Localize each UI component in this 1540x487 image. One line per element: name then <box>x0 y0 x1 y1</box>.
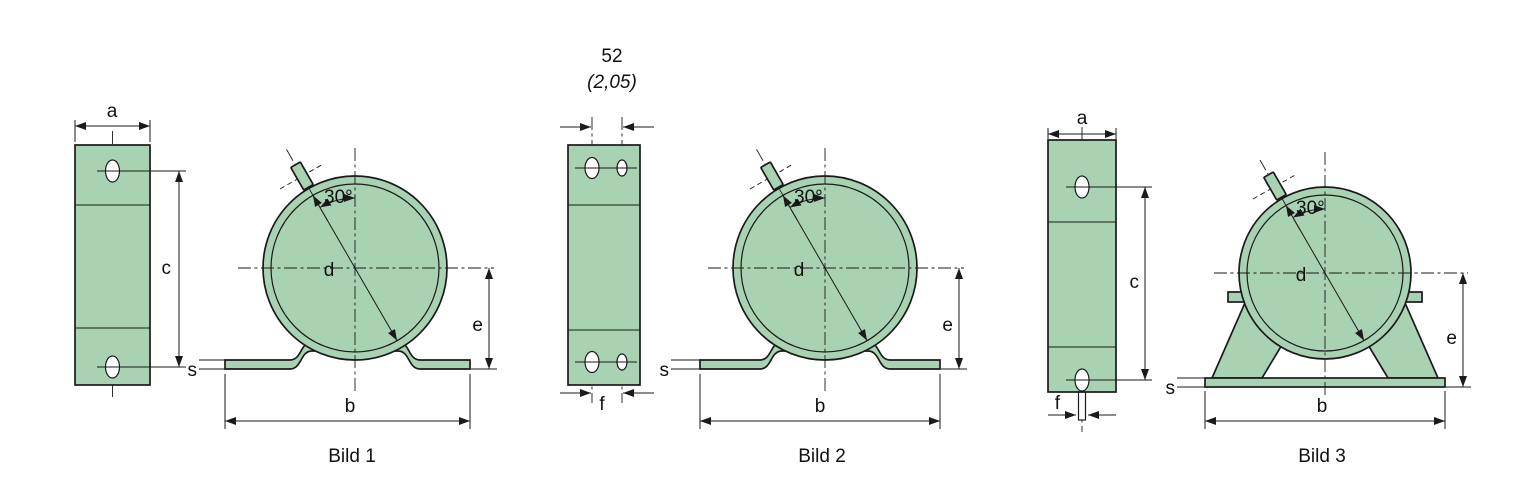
clamp-bolt <box>760 161 784 191</box>
dim-label-d: d <box>1296 265 1307 286</box>
dim-label-a: a <box>1077 108 1088 129</box>
dimension-e: e <box>471 268 497 370</box>
dim-label-s: s <box>660 360 670 381</box>
mounting-strip <box>567 144 641 386</box>
dim-label-angle: 30° <box>1296 198 1325 219</box>
dim-label-e: e <box>1446 328 1457 349</box>
fig2-front-view: 30° d e s b <box>660 148 967 429</box>
dim-label-f: f <box>599 394 605 415</box>
clamp-bolt <box>290 161 314 191</box>
dim-label-c: c <box>162 258 172 279</box>
dim-label-a: a <box>107 101 118 122</box>
dim-label-s: s <box>188 360 198 381</box>
dim-label-d: d <box>324 260 335 281</box>
fig2-side-view: 52 (2,05) f <box>560 46 654 415</box>
dim-label-c: c <box>1130 272 1140 293</box>
dimension-b: b <box>1204 391 1446 429</box>
dim-label-f: f <box>1055 393 1061 414</box>
stud-below-strip <box>1077 391 1087 421</box>
diameter-line <box>1285 205 1365 341</box>
dim-label-s: s <box>1166 378 1176 399</box>
dim-label-d: d <box>794 260 805 281</box>
fig3-side-view: a c f <box>1047 108 1152 432</box>
dim-label-angle: 30° <box>324 187 353 208</box>
dim-label-e: e <box>472 315 483 336</box>
dimension-a: a <box>1047 108 1117 139</box>
dimension-s: s <box>660 359 701 381</box>
dimension-f: f <box>560 389 654 415</box>
diameter-line <box>782 195 868 341</box>
dimension-s: s <box>188 359 226 381</box>
mounting-strip <box>74 144 151 386</box>
dimension-b: b <box>224 374 471 429</box>
figure-bild-2: 52 (2,05) f 30° <box>560 46 967 467</box>
figure-caption: Bild 3 <box>1298 446 1346 467</box>
dim-label-b: b <box>1317 396 1328 417</box>
dimension-b: b <box>699 374 941 429</box>
dim-label-e: e <box>942 315 953 336</box>
dim-label-angle: 30° <box>794 187 823 208</box>
dimension-spacing: 52 (2,05) <box>560 46 654 131</box>
figure-bild-3: a c f <box>1047 108 1471 467</box>
fig1-front-view: 30° d e s b <box>188 148 497 429</box>
fig1-side-view: a c <box>74 101 186 400</box>
figure-caption: Bild 1 <box>328 446 376 467</box>
dimension-s: s <box>1166 377 1206 399</box>
diameter-line <box>312 195 398 341</box>
dim-label-spacing-tolerance: (2,05) <box>587 72 637 93</box>
dim-label-b: b <box>815 396 826 417</box>
dimension-e: e <box>941 268 967 370</box>
dim-label-spacing: 52 <box>601 46 622 67</box>
dim-label-b: b <box>345 396 356 417</box>
clamp-bolt <box>1263 171 1287 201</box>
dimension-a: a <box>74 101 151 142</box>
dimension-c: c <box>122 170 186 368</box>
dimension-f: f <box>1048 393 1116 419</box>
dimension-c: c <box>1092 186 1152 381</box>
figure-caption: Bild 2 <box>798 446 846 467</box>
dimension-e: e <box>1446 273 1471 388</box>
fig3-front-view: 30° d e s b <box>1166 152 1471 429</box>
figure-bild-1: a c 30° d <box>74 101 497 467</box>
